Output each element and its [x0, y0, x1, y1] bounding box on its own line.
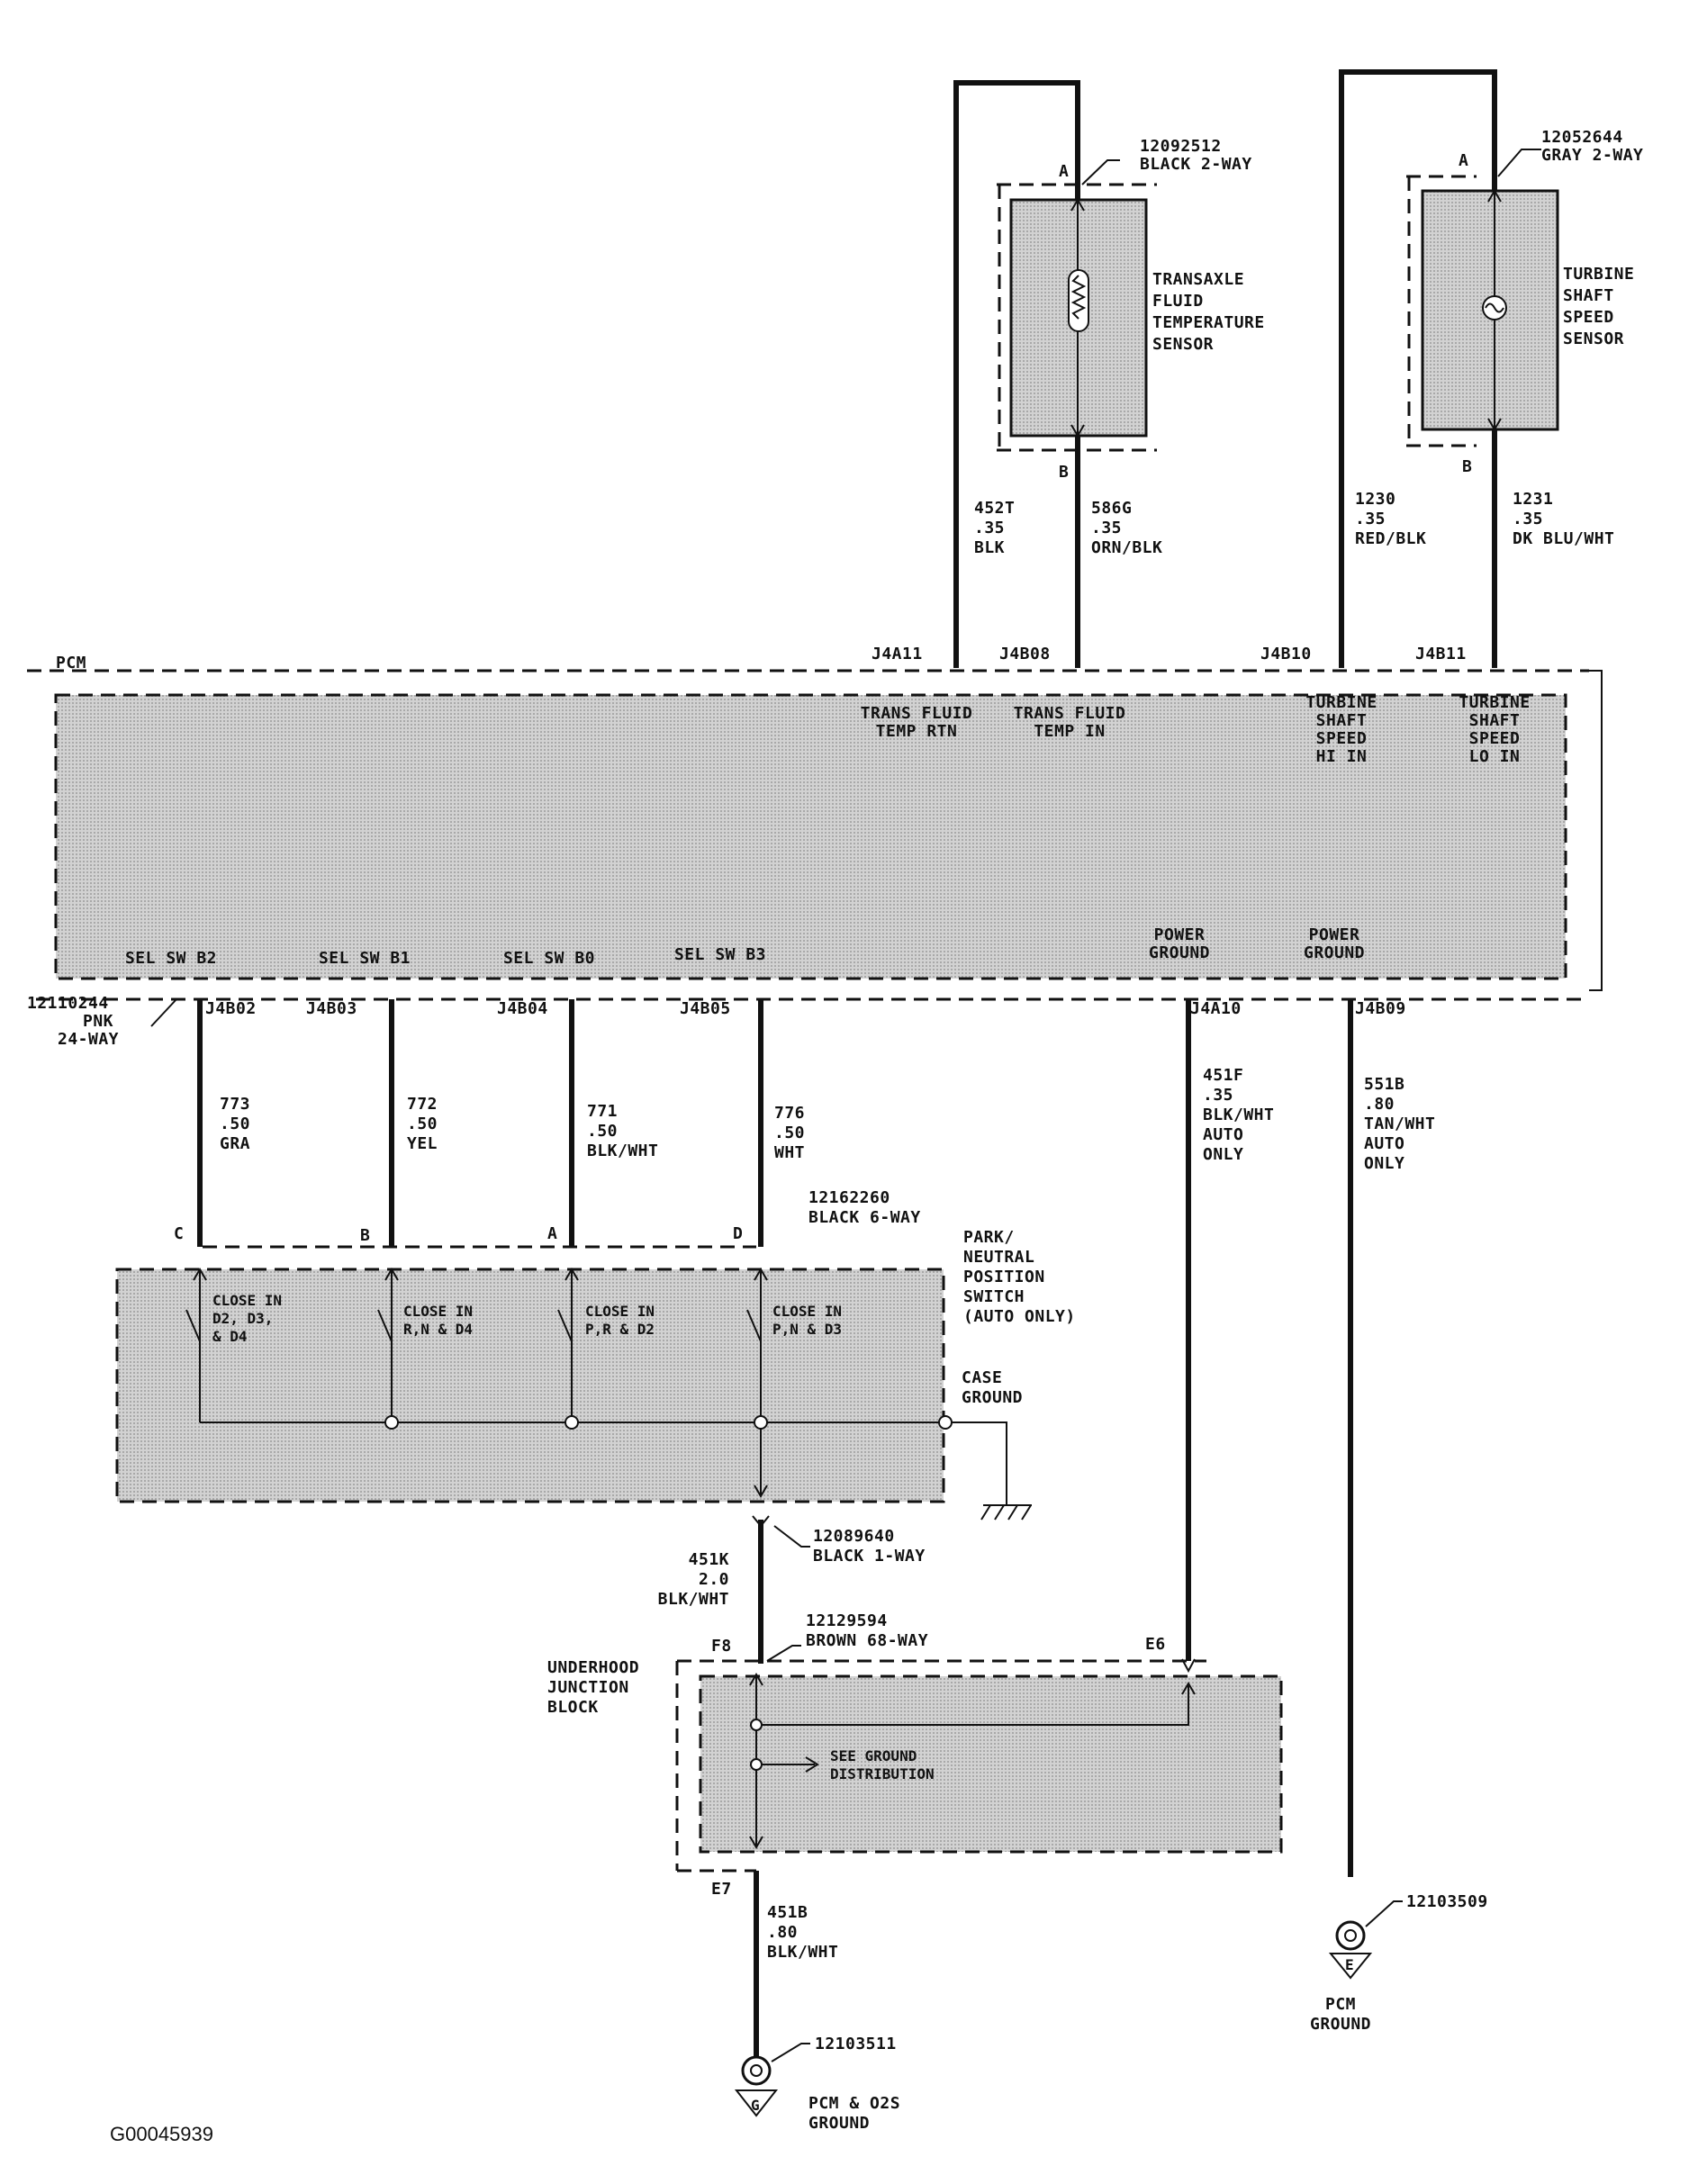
sensor-1-pin-b: B — [1059, 463, 1069, 482]
junction-area — [675, 1515, 1283, 2062]
pn-switch-box — [115, 1268, 1032, 1521]
pin-j4a11: J4A11 — [872, 645, 923, 663]
pcm-title: PCM — [56, 654, 86, 672]
ground-g-letter: G — [751, 2097, 760, 2114]
pin-j4b02: J4B02 — [205, 999, 257, 1018]
func-sel-sw-b2: SEL SW B2 — [125, 949, 217, 968]
pin-j4b08: J4B08 — [999, 645, 1051, 663]
func-sel-sw-b0: SEL SW B0 — [503, 949, 595, 968]
pin-f8: F8 — [711, 1637, 732, 1656]
pin-e6: E6 — [1145, 1635, 1166, 1654]
pin-e7: E7 — [711, 1880, 732, 1899]
ground-g-symbol — [734, 2043, 810, 2117]
sensor-loop-transaxle — [953, 80, 1157, 668]
figure-id: G00045939 — [110, 2123, 213, 2145]
pcm-connector-leader — [150, 998, 177, 1027]
ground-e-symbol — [1328, 1900, 1403, 1980]
pin-j4b05: J4B05 — [680, 999, 731, 1018]
func-sel-sw-b3: SEL SW B3 — [674, 945, 766, 964]
pin-j4b10: J4B10 — [1260, 645, 1312, 663]
pin-j4b04: J4B04 — [497, 999, 548, 1018]
sensor-1-pin-a: A — [1059, 162, 1069, 181]
ground-e-letter: E — [1345, 1956, 1354, 1973]
switch-pin-d: D — [733, 1224, 743, 1243]
sensor-loop-turbine — [1339, 69, 1559, 668]
thermistor-icon — [1068, 269, 1089, 332]
speed-sensor-icon — [1482, 295, 1507, 320]
pcm-module — [27, 669, 1603, 1001]
pin-j4b11: J4B11 — [1415, 645, 1467, 663]
ground-e-part: 12103509 — [1406, 1892, 1488, 1911]
pin-j4b03: J4B03 — [306, 999, 357, 1018]
ground-g-part: 12103511 — [815, 2035, 897, 2053]
switch-pin-b: B — [360, 1226, 370, 1245]
sensor-2-pin-a: A — [1459, 151, 1468, 170]
pin-j4b09: J4B09 — [1355, 999, 1406, 1018]
func-sel-sw-b1: SEL SW B1 — [319, 949, 411, 968]
case-ground-icon — [952, 1421, 1032, 1521]
select-wires — [197, 999, 1353, 1877]
sensor-2-pin-b: B — [1462, 457, 1472, 476]
switch-pin-c: C — [174, 1224, 184, 1243]
switch-pin-a: A — [547, 1224, 557, 1243]
pin-j4a10: J4A10 — [1190, 999, 1242, 1018]
